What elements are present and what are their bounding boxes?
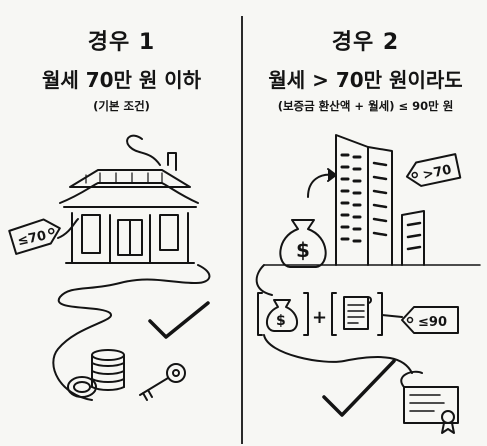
case1-note: (기본 조건)	[93, 99, 150, 113]
case1-condition: 월세 70만 원 이하	[41, 68, 202, 92]
case2-building-tag-text: >70	[422, 162, 453, 183]
svg-text:$: $	[296, 238, 310, 262]
price-tag-icon: ≤70	[8, 218, 61, 255]
case1-title: 경우 1	[87, 30, 156, 55]
plus-symbol: +	[312, 307, 327, 328]
panel-divider	[241, 16, 243, 444]
document-scroll-icon	[343, 296, 372, 330]
money-bag-icon-small: $	[266, 299, 298, 332]
price-tag-icon-building: >70	[405, 153, 462, 187]
case2-sum-tag-text: ≤90	[418, 315, 447, 330]
price-tag-icon-sum: ≤90	[401, 306, 459, 334]
coins-icon	[67, 349, 125, 398]
case2-panel: 경우 2 월세 > 70만 원이라도 (보증금 환산액 + 월세) ≤ 90만 …	[244, 0, 487, 446]
money-bag-icon: $	[279, 219, 327, 268]
case2-title: 경우 2	[331, 30, 400, 55]
case2-illustration: $ $ +	[255, 134, 481, 434]
case2-condition: 월세 > 70만 원이라도	[268, 68, 463, 92]
case1-illustration: ≤70	[8, 134, 211, 401]
office-building-icon	[335, 134, 425, 266]
checkmark-icon	[322, 359, 396, 417]
case1-price-tag-text: ≤70	[16, 228, 47, 249]
smoke-icon	[126, 134, 161, 166]
case2-note: (보증금 환산액 + 월세) ≤ 90만 원	[277, 99, 454, 113]
case1-panel: 경우 1 월세 70만 원 이하 (기본 조건)	[0, 0, 243, 446]
house-icon	[59, 152, 199, 264]
certificate-icon	[400, 370, 459, 434]
key-icon	[139, 363, 186, 401]
svg-text:$: $	[276, 313, 286, 329]
checkmark-icon	[148, 301, 210, 339]
